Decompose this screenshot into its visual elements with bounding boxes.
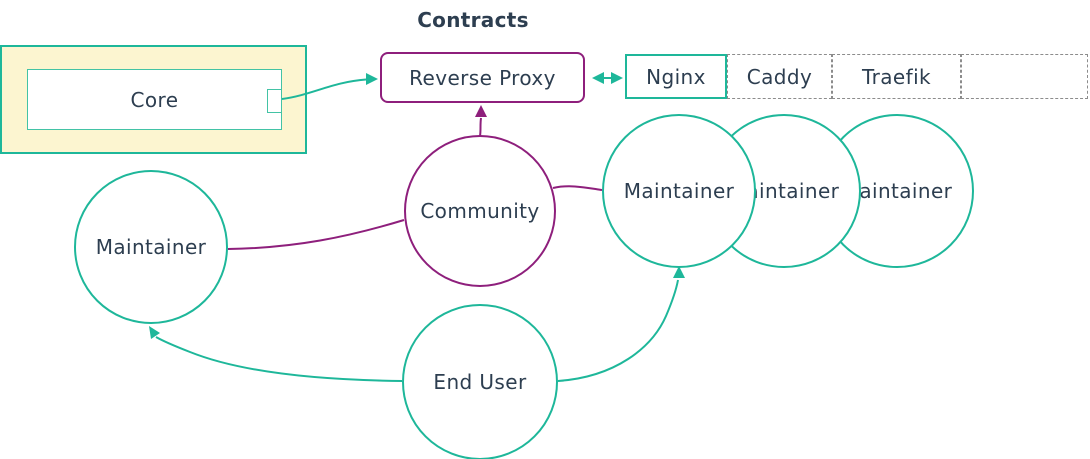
node-core: Core	[27, 69, 282, 130]
edge-reverse-proxy-nginx-left-arrowhead	[592, 72, 604, 84]
node-reverse-proxy-label: Reverse Proxy	[409, 65, 556, 90]
cell-traefik-label: Traefik	[861, 64, 932, 89]
node-end-user-label: End User	[433, 370, 527, 394]
node-maintainer-left-label: Maintainer	[95, 235, 207, 259]
cell-empty-label	[962, 55, 1087, 98]
edge-end-user-to-maintainer-left	[155, 336, 403, 382]
cell-empty	[961, 54, 1088, 99]
node-maintainer-right-1: Maintainer	[602, 114, 756, 268]
cell-nginx: Nginx	[625, 54, 727, 99]
node-community: Community	[404, 135, 556, 287]
edge-end-user-to-maintainer-left-arrowhead	[149, 326, 160, 339]
diagram-title: Contracts	[417, 8, 529, 32]
cell-caddy: Caddy	[727, 54, 832, 99]
edge-community-to-reverse-proxy-arrowhead	[475, 105, 487, 117]
edge-community-to-reverse-proxy	[479, 117, 482, 137]
cell-traefik: Traefik	[832, 54, 961, 99]
node-maintainer-left: Maintainer	[74, 170, 228, 324]
edge-core-to-reverse-proxy-arrowhead	[366, 73, 378, 85]
node-core-label: Core	[130, 87, 179, 112]
cell-nginx-label: Nginx	[646, 64, 706, 89]
edge-end-user-to-maintainer-right	[557, 279, 679, 382]
node-community-label: Community	[420, 199, 540, 223]
edge-maintainer-left-community	[227, 219, 405, 250]
node-end-user: End User	[402, 304, 558, 459]
cell-caddy-label: Caddy	[746, 64, 813, 89]
edge-reverse-proxy-nginx-right-arrowhead	[611, 72, 623, 84]
node-maintainer-right-1-label: Maintainer	[623, 179, 735, 203]
node-reverse-proxy: Reverse Proxy	[380, 52, 585, 103]
node-core-port	[267, 89, 282, 113]
edge-community-maintainer-right	[552, 185, 603, 191]
